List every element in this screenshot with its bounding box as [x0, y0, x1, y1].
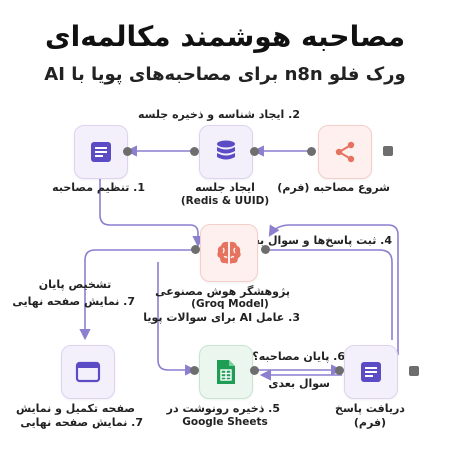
ai-left-connector[interactable]: [191, 245, 200, 254]
answer-left-connector[interactable]: [335, 366, 344, 375]
database-icon: [217, 140, 235, 160]
edge-label-7b: 7. نمایش صفحه نهایی: [12, 295, 135, 308]
edge-label-6b: سوال بعدی: [268, 377, 330, 390]
share-nodes-icon: [335, 141, 355, 163]
ai-researcher-label-2: 3. عامل AI برای سوالات پویا: [143, 311, 300, 324]
session-output-connector[interactable]: [190, 147, 199, 156]
edge-label-6a: 6. پایان مصاحبه؟: [252, 350, 345, 363]
start-interview-label: شروع مصاحبه (فرم): [277, 181, 390, 194]
brain-icon: [217, 241, 241, 264]
edge-label-4: 4. ثبت پاسخ‌ها و سوال بعدی: [237, 234, 392, 247]
edge-answer-to-ai: [268, 224, 399, 355]
edge-ai-to-sheets: [157, 262, 197, 376]
create-session-sublabel: (Redis & UUID): [180, 195, 270, 207]
receive-answer-label-2: (فرم): [353, 416, 387, 429]
create-session-node[interactable]: [199, 125, 253, 179]
settings-input-connector[interactable]: [123, 147, 132, 156]
edge-label-7a: تشخیص پایان: [38, 278, 112, 291]
answer-trigger-connector[interactable]: [409, 366, 419, 376]
save-sheets-label: 5. ذخیره رونوشت در: [166, 402, 280, 415]
spreadsheet-icon: [217, 360, 235, 384]
ai-researcher-sublabel: (Groq Model): [191, 298, 269, 310]
receive-answer-node[interactable]: [344, 345, 398, 399]
start-output-connector[interactable]: [307, 147, 316, 156]
browser-window-icon: [75, 361, 101, 383]
sheets-right-connector[interactable]: [250, 366, 259, 375]
page-title: مصاحبه هوشمند مکالمه‌ای: [44, 20, 406, 53]
completion-page-label: صفحه تکمیل و نمایش: [16, 402, 135, 415]
ai-right-connector[interactable]: [261, 245, 270, 254]
completion-page-label-2: 7. نمایش صفحه نهایی: [20, 416, 143, 429]
edge-label-2: 2. ایجاد شناسه و ذخیره جلسه: [137, 108, 300, 121]
edge-ai-to-answer: [270, 249, 393, 340]
interview-settings-node[interactable]: [74, 125, 128, 179]
interview-settings-label: 1. تنظیم مصاحبه: [52, 181, 145, 194]
document-lines-icon: [361, 362, 381, 382]
completion-page-node[interactable]: [61, 345, 115, 399]
save-sheets-label-2: Google Sheets: [182, 416, 268, 428]
edge-ai-to-completion: [79, 249, 196, 341]
document-lines-icon: [91, 142, 111, 162]
create-session-label: ایجاد جلسه: [195, 181, 255, 194]
sheets-left-connector[interactable]: [190, 366, 199, 375]
save-sheets-node[interactable]: [199, 345, 253, 399]
start-interview-node[interactable]: [318, 125, 372, 179]
receive-answer-label: دریافت پاسخ: [335, 402, 405, 415]
ai-researcher-node[interactable]: [200, 224, 258, 282]
ai-researcher-label: پژوهشگر هوش مصنوعی: [155, 285, 290, 298]
start-trigger-connector[interactable]: [383, 146, 393, 156]
session-input-connector[interactable]: [250, 147, 259, 156]
edge-settings-to-ai: [99, 179, 204, 248]
page-subtitle: ورک فلو n8n برای مصاحبه‌های پویا با AI: [44, 64, 406, 85]
